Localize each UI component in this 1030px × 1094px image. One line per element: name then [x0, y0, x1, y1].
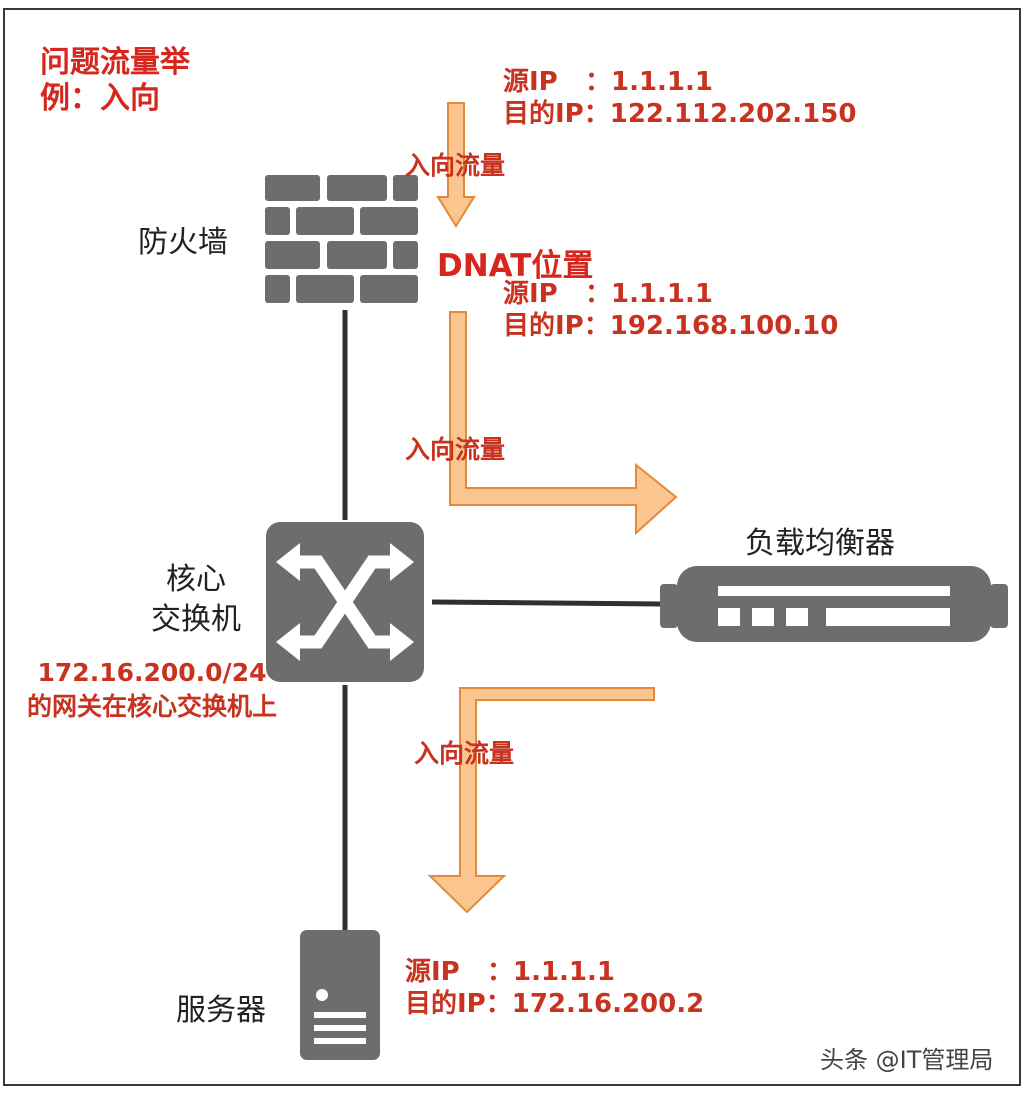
flow-label-2: 入向流量 — [405, 435, 506, 464]
server-label: 服务器 — [176, 993, 266, 1028]
core-switch-label-line-1: 核心 — [166, 562, 226, 597]
load-balancer-appliance-icon — [660, 566, 1008, 642]
diagram-frame — [3, 8, 1021, 1086]
link-switch-loadbalancer — [431, 599, 661, 607]
flow-arrow-to-load-balancer — [449, 311, 678, 536]
firewall-label: 防火墙 — [138, 225, 228, 260]
server-tower-icon — [300, 930, 380, 1060]
load-balancer-label: 负载均衡器 — [745, 526, 895, 561]
flow-label-3: 入向流量 — [414, 739, 515, 768]
firewall-brick-icon — [265, 175, 418, 303]
dst-ip-value: ：172.16.200.2 — [485, 989, 705, 1019]
packet-inbound-ips: 源IP ：1.1.1.1 目的IP：122.112.202.150 — [503, 66, 856, 130]
src-ip-label: 源IP — [503, 279, 558, 309]
packet-after-dnat-ips: 源IP ：1.1.1.1 目的IP：192.168.100.10 — [503, 278, 838, 342]
title-line-1: 问题流量举 — [40, 45, 190, 80]
dnat-label: DNAT位置 — [437, 248, 594, 284]
gateway-note: 172.16.200.0/24 的网关在核心交换机上 — [15, 656, 289, 724]
diagram-title: 问题流量举 例：入向 — [40, 45, 190, 117]
title-line-2: 例：入向 — [40, 81, 160, 116]
src-ip-value: ：1.1.1.1 — [585, 279, 713, 309]
flow-arrow-to-server — [427, 687, 655, 914]
gateway-note-line-2: 的网关在核心交换机上 — [26, 692, 277, 721]
dst-ip-value: ：122.112.202.150 — [583, 99, 857, 129]
flow-arrow-into-firewall — [436, 102, 476, 228]
dst-ip-value: ：192.168.100.10 — [583, 311, 839, 341]
dst-ip-label: 目的IP — [503, 99, 584, 129]
src-ip-label: 源IP — [405, 957, 460, 987]
packet-server-ips: 源IP ：1.1.1.1 目的IP：172.16.200.2 — [405, 956, 704, 1020]
dst-ip-label: 目的IP — [405, 989, 486, 1019]
flow-label-1: 入向流量 — [405, 151, 506, 180]
src-ip-value: ：1.1.1.1 — [487, 957, 615, 987]
switch-cross-arrows-icon — [266, 522, 424, 682]
gateway-note-line-1: 172.16.200.0/24 — [37, 658, 267, 687]
src-ip-value: ：1.1.1.1 — [585, 67, 713, 97]
watermark: 头条 @IT管理局 — [820, 1046, 994, 1074]
core-switch-label-line-2: 交换机 — [151, 602, 241, 637]
core-switch-label: 核心 交换机 — [151, 560, 241, 640]
src-ip-label: 源IP — [503, 67, 558, 97]
dst-ip-label: 目的IP — [503, 311, 584, 341]
